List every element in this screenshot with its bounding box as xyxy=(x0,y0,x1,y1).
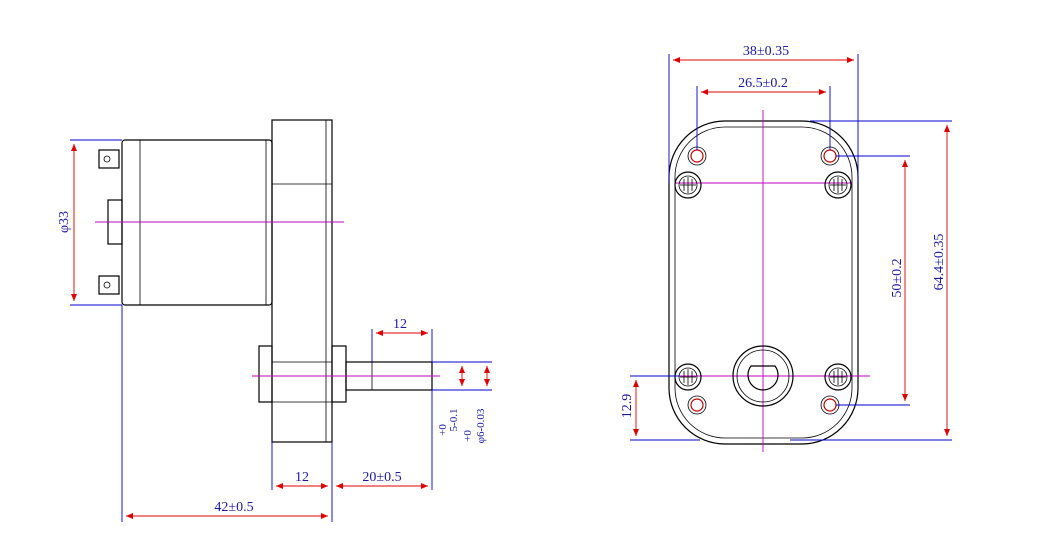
mount-hole-top-right xyxy=(823,149,837,163)
dim-front-width: 38±0.35 xyxy=(743,44,789,59)
screw-bottom-right xyxy=(824,363,852,391)
dim-shaft-flat-length: 12 xyxy=(393,317,407,332)
screw-top-left xyxy=(674,171,702,199)
output-shaft-boss xyxy=(732,345,794,407)
dim-flat-5: 5-0.1 xyxy=(448,409,460,432)
screw-bottom-left xyxy=(674,363,702,391)
screw-top-right xyxy=(824,171,852,199)
output-boss-right xyxy=(331,345,347,403)
mount-hole-bottom-left xyxy=(690,398,704,412)
dim-shaft-tol: +0 xyxy=(462,430,474,442)
motor-body xyxy=(121,139,273,306)
dim-total-length: 42±0.5 xyxy=(214,500,253,515)
dim-front-height: 64.4±0.35 xyxy=(932,234,947,291)
output-shaft-d-flat xyxy=(747,365,779,391)
dim-hole-spacing-x: 26.5±0.2 xyxy=(738,76,788,91)
dim-gearbox-thickness: 12 xyxy=(295,470,309,485)
dim-flat-tol: +0 xyxy=(437,424,449,436)
dim-shaft-extension: 20±0.5 xyxy=(362,470,401,485)
dim-hole-spacing-y: 50±0.2 xyxy=(890,258,905,297)
dim-shaft-offset: 12.9 xyxy=(620,394,635,419)
terminal-bottom xyxy=(98,275,120,295)
front-view: 38±0.35 26.5±0.2 50±0.2 64.4±0.35 12.9 xyxy=(620,44,952,452)
mount-hole-bottom-right xyxy=(823,398,837,412)
mount-hole-top-left xyxy=(690,149,704,163)
output-boss-left xyxy=(258,345,273,403)
terminal-top xyxy=(98,149,120,169)
dim-shaft-6: φ6-0.03 xyxy=(475,408,487,443)
side-view: φ33 12 +0 5-0.1 +0 φ6-0.03 12 20±0.5 42±… xyxy=(57,119,492,522)
gearbox xyxy=(271,119,333,443)
dim-diameter-33: φ33 xyxy=(57,211,72,233)
front-housing xyxy=(668,120,859,445)
